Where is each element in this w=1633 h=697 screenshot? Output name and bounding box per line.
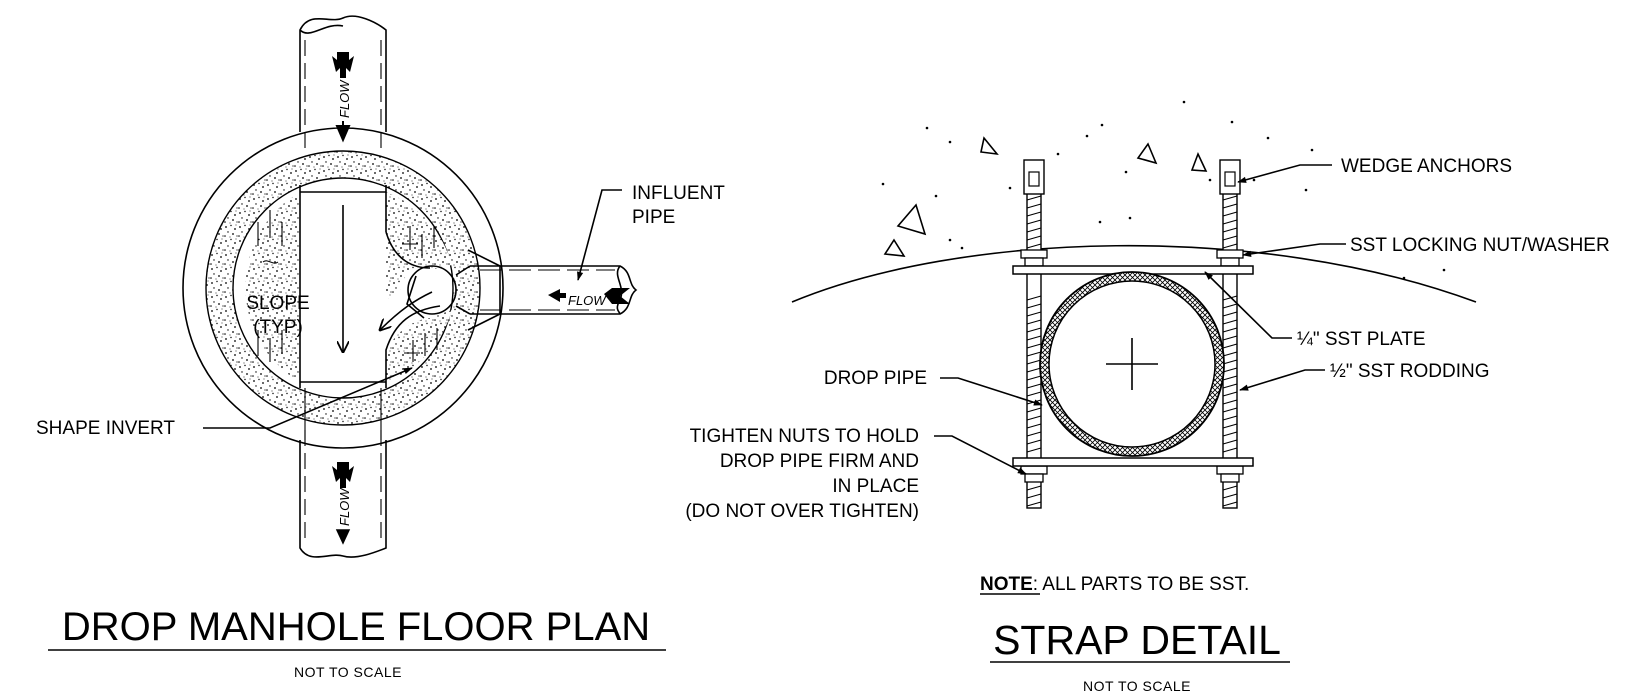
parts-note-prefix: NOTE (980, 574, 1033, 595)
shape-invert-label: SHAPE INVERT (36, 418, 175, 439)
upper-pipe-centerline (304, 40, 382, 150)
upper-pipe (299, 15, 387, 132)
lower-pipe-centerline (304, 430, 382, 540)
main-pipe-channel (299, 185, 387, 388)
flow-marker-top: FLOW (332, 52, 354, 143)
flow-marker-influent: FLOW (548, 288, 630, 308)
lower-pipe (299, 440, 387, 558)
influent-pipe-leader (577, 189, 622, 281)
plate-leader (1204, 271, 1292, 339)
rodding-leader (1239, 369, 1325, 391)
locking-nuts (1020, 249, 1244, 483)
wedge-anchors-leader (1237, 164, 1332, 183)
slope-typ-label: (TYP) (253, 317, 303, 338)
slope-marks (257, 210, 438, 362)
drop-pipe-circle (407, 265, 457, 315)
locking-nut-leader (1242, 243, 1346, 257)
parts-note: NOTE: ALL PARTS TO BE SST. (980, 574, 1249, 595)
drop-pipe-leader (940, 377, 1043, 406)
floor-plan: FLOW FLOW FLOW SLOPE (TYP) INFLUENT PIPE… (36, 15, 725, 680)
flow-arrow-tail-icon (335, 529, 351, 545)
flow-arrow-tail-icon (335, 121, 351, 143)
flow-arrow-icon (332, 462, 354, 488)
strap-detail-scale-note: NOT TO SCALE (1083, 678, 1191, 694)
concrete-aggregate (881, 100, 1446, 280)
influent-pipe (470, 265, 638, 315)
bench-floor-right-lower (386, 310, 452, 382)
channel-curve-upper (385, 231, 431, 269)
slope-label: SLOPE (246, 293, 309, 314)
concrete-bench (205, 150, 481, 426)
flow-label-top: FLOW (337, 79, 352, 118)
flow-arrow-icon (548, 289, 566, 302)
flow-label-bottom: FLOW (337, 487, 352, 526)
bench-floor-right-upper (386, 192, 452, 300)
floor-plan-title: DROP MANHOLE FLOOR PLAN (62, 605, 650, 649)
manhole-wall-arc (791, 244, 1477, 303)
flow-label-influent: FLOW (568, 293, 607, 308)
influent-pipe-label-line2: PIPE (632, 207, 675, 228)
channel-curve-lower (385, 305, 441, 388)
flow-arrow-tail-icon (604, 288, 630, 304)
influent-pipe-wall (467, 249, 501, 331)
flow-arrow-icon (332, 52, 354, 78)
drop-flow-arrow (380, 291, 433, 330)
parts-note-text: : ALL PARTS TO BE SST. (1033, 574, 1250, 595)
locking-nut-label: SST LOCKING NUT/WASHER (1350, 235, 1610, 256)
influent-to-bowl (455, 265, 471, 315)
tighten-label-line2: DROP PIPE FIRM AND (720, 451, 919, 472)
drop-pipe-collar (406, 275, 425, 319)
wedge-anchors-label: WEDGE ANCHORS (1341, 156, 1512, 177)
drop-pipe-label: DROP PIPE (824, 368, 927, 389)
plate-label: ¼" SST PLATE (1297, 329, 1426, 350)
shape-invert-leader (203, 367, 413, 429)
bench-floor-left (245, 192, 300, 382)
threaded-rod-right (1219, 159, 1241, 509)
pipe-center-mark (1106, 338, 1158, 390)
tighten-label-line1: TIGHTEN NUTS TO HOLD (690, 426, 919, 447)
strap-detail: WEDGE ANCHORS SST LOCKING NUT/WASHER ¼" … (685, 100, 1610, 694)
floor-plan-scale-note: NOT TO SCALE (294, 664, 402, 680)
influent-pipe-centerline (480, 269, 615, 311)
upper-pipe-break (299, 24, 344, 34)
rodding-label: ½" SST RODDING (1330, 361, 1489, 382)
tighten-label-line4: (DO NOT OVER TIGHTEN) (685, 501, 919, 522)
influent-pipe-label: INFLUENT (632, 183, 725, 204)
tighten-leader (934, 435, 1027, 475)
threaded-rod-left (1023, 159, 1045, 509)
strap-detail-title: STRAP DETAIL (993, 617, 1281, 663)
flow-marker-bottom: FLOW (332, 462, 354, 545)
tighten-label-line3: IN PLACE (832, 476, 919, 497)
sst-plate-bottom (1012, 457, 1254, 467)
